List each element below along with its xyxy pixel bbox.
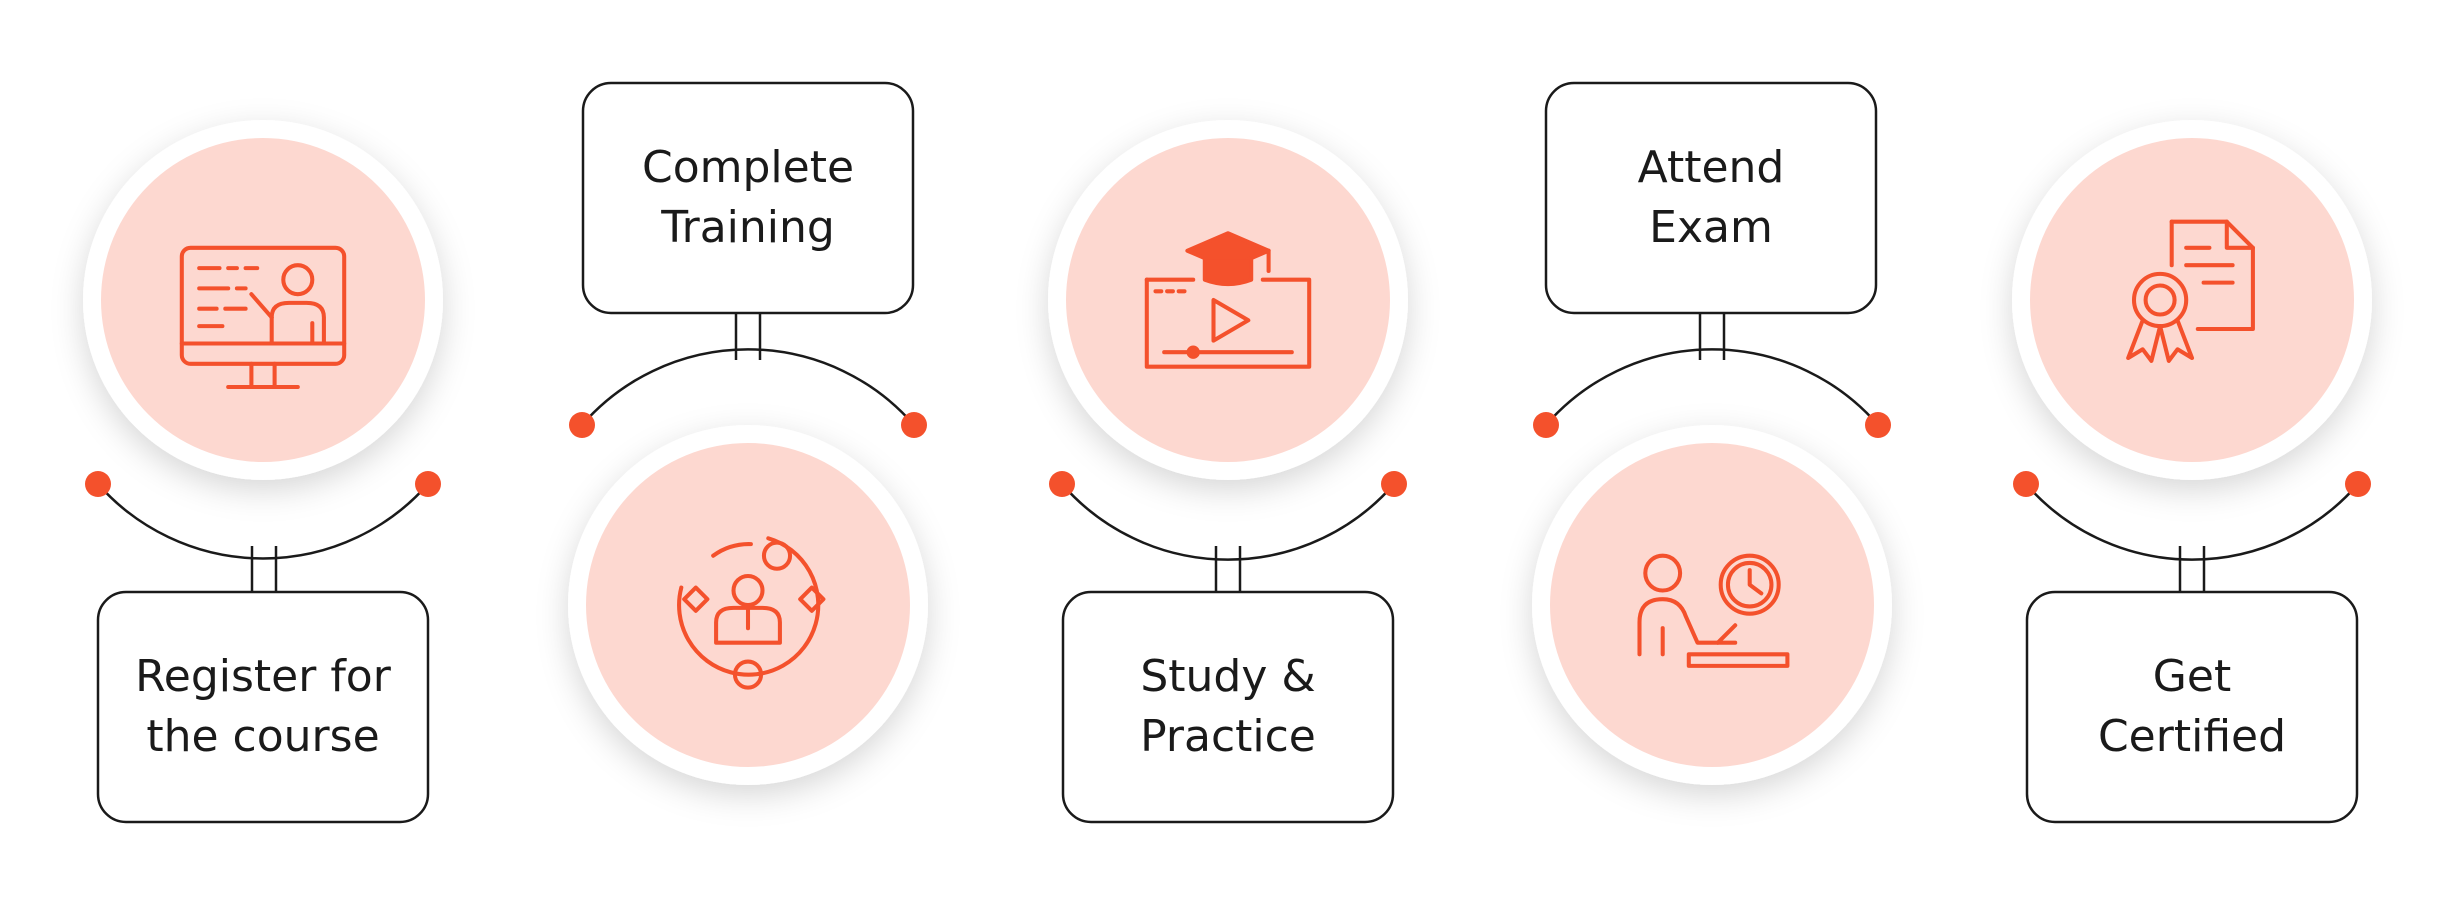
step-2-stem — [734, 313, 762, 360]
step-3-label-line-1: Study & — [1140, 651, 1316, 702]
step-3-arc-dot-right — [1381, 471, 1407, 497]
step-2-label-line-1: Complete — [641, 142, 855, 193]
step-1-arc-dot-right — [415, 471, 441, 497]
step-2-arc-dot-left — [569, 412, 595, 438]
step-4-stem — [1698, 313, 1726, 360]
person-writing-clock-icon — [1637, 553, 1790, 668]
step-3-stem — [1214, 546, 1242, 592]
step-4-inner-circle — [1550, 443, 1874, 767]
step-5-arc-dot-left — [2013, 471, 2039, 497]
step-2-label-line-2: Training — [661, 202, 835, 253]
step-1-label: Register for the course — [98, 592, 428, 822]
step-2 — [568, 81, 928, 785]
step-5 — [2012, 120, 2372, 824]
video-course-icon — [1144, 231, 1312, 369]
step-5-inner-circle — [2030, 138, 2354, 462]
step-2-connector-arc — [581, 348, 915, 426]
step-1-stem — [250, 546, 278, 592]
step-5-connector-arc — [2025, 483, 2359, 561]
step-5-label-line-1: Get — [2152, 651, 2232, 702]
step-3-label-box — [1061, 590, 1395, 824]
presentation-screen-icon — [179, 245, 347, 390]
step-3-label: Study & Practice — [1063, 592, 1393, 822]
person-orbit-icon — [677, 536, 826, 690]
step-3-inner-circle — [1066, 138, 1390, 462]
step-3 — [1048, 120, 1408, 824]
step-4-label-box — [1544, 81, 1878, 315]
certificate-icon — [2126, 219, 2255, 363]
step-1-label-line-1: Register for — [135, 651, 391, 702]
step-1-label-line-2: the course — [146, 711, 380, 762]
step-5-arc-dot-right — [2345, 471, 2371, 497]
step-4-connector-arc — [1545, 348, 1879, 426]
step-1-arc-dot-left — [85, 471, 111, 497]
step-1-inner-circle — [101, 138, 425, 462]
step-5-label-box — [2025, 590, 2359, 824]
step-3-connector-arc — [1061, 483, 1395, 561]
step-4-label-line-1: Attend — [1637, 142, 1785, 193]
step-3-label-line-2: Practice — [1140, 711, 1316, 762]
step-5-stem — [2178, 546, 2206, 592]
step-3-arc-dot-left — [1049, 471, 1075, 497]
step-2-label-box — [581, 81, 915, 315]
step-4-arc-dot-left — [1533, 412, 1559, 438]
step-4 — [1532, 81, 1892, 785]
step-4-label-line-2: Exam — [1649, 202, 1773, 253]
step-2-arc-dot-right — [901, 412, 927, 438]
step-4-arc-dot-right — [1865, 412, 1891, 438]
step-1-label-box — [96, 590, 430, 824]
step-1 — [83, 120, 443, 824]
step-5-label-line-2: Certified — [2097, 711, 2287, 762]
step-1-connector-arc — [97, 483, 429, 560]
